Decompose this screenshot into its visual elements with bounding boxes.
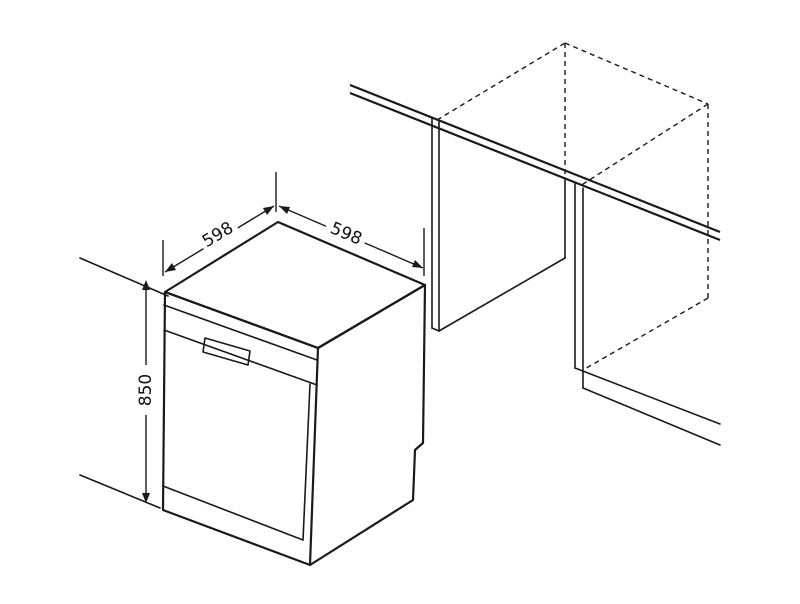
height-label-bg bbox=[130, 365, 162, 415]
cabinet-installation bbox=[349, 42, 721, 446]
dishwasher-side bbox=[309, 283, 427, 566]
countertop-edge-bottom bbox=[349, 91, 721, 242]
depth-arrow-left bbox=[279, 206, 290, 214]
dishwasher bbox=[161, 220, 427, 567]
recess-dash-top-left bbox=[436, 42, 566, 121]
right-panel-floor-top bbox=[574, 367, 721, 425]
recess-dash-top-right bbox=[579, 103, 709, 187]
kick-plate-line bbox=[162, 485, 304, 541]
height-label: 850 bbox=[136, 374, 156, 406]
height-arrow-top bbox=[142, 280, 150, 290]
depth-dimension: 598 bbox=[278, 205, 425, 276]
floor-line-left bbox=[79, 474, 161, 509]
height-dimension: 850 bbox=[130, 280, 162, 503]
width-dimension: 598 bbox=[162, 172, 277, 276]
recess-dash-bottom bbox=[582, 297, 709, 371]
door-right-edge bbox=[302, 383, 311, 541]
right-panel-floor-bottom bbox=[582, 387, 721, 446]
width-arrow-left bbox=[165, 263, 176, 272]
wall-reference-lines bbox=[79, 257, 169, 509]
width-label-bg bbox=[195, 214, 241, 254]
countertop-edge-top bbox=[349, 83, 721, 234]
width-arrow-right bbox=[263, 206, 274, 215]
depth-arrow-right bbox=[412, 260, 423, 268]
control-panel-bottom-edge bbox=[163, 329, 318, 386]
depth-label-bg bbox=[322, 214, 370, 252]
recess-dash-top-back bbox=[564, 42, 709, 105]
left-panel-bottom bbox=[431, 327, 440, 332]
height-arrow-bottom bbox=[142, 493, 150, 503]
left-panel-floor-edge bbox=[438, 257, 566, 332]
control-panel-top-edge bbox=[163, 304, 318, 361]
wall-line-top bbox=[79, 257, 169, 297]
door-handle bbox=[202, 337, 251, 366]
